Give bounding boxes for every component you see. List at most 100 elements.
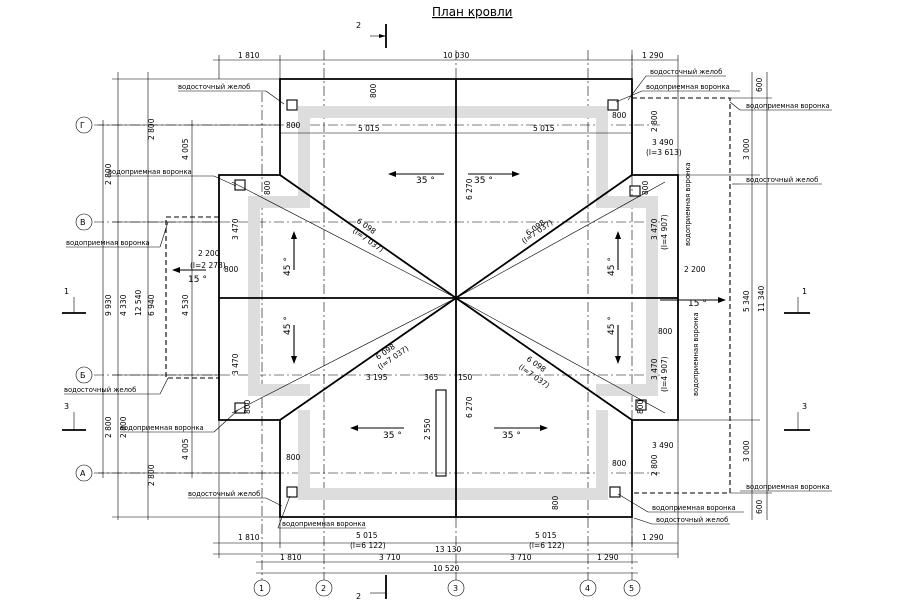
dim-inner-800-rt-v: 800 [641,180,650,195]
dim-bottom-r1-right: 1 290 [642,533,664,542]
label-funnel-top-right-1: водоприемная воронка [646,83,730,91]
axis-col-3: 3 [453,584,458,593]
dim-inner-3470-rt: 3 470 [650,218,659,240]
label-funnel-left-mid: водоприемная воронка [66,239,150,247]
section-mark-right1-label: 1 [802,287,807,296]
label-gutter-top-left: водосточный желоб [178,83,250,91]
dim-inner-800-br: 800 [612,459,627,468]
axis-row-g: Г [80,121,85,130]
slope-label-lt: 45 ° [283,257,293,276]
dim-bottom-r1-midright-l: (l=6 122) [529,541,565,550]
dim-inner-left-2200-l: (l=2 278) [190,261,226,270]
slope-label-lb: 45 ° [283,316,293,335]
label-funnel-right-top: водоприемная воронка [684,162,692,246]
funnels [234,99,647,498]
dim-inner-150: 150 [458,373,473,382]
section-mark-bottom: 2 [356,575,387,601]
dim-inner-3195: 3 195 [366,373,388,382]
dim-left: 2 800 9 930 2 800 4 330 2 800 12 540 2 8… [98,72,280,520]
section-mark-left3-label: 3 [64,402,69,411]
dim-inner-3470-rt-l: (l=4 907) [660,214,669,250]
dim-inner-3470-lt: 3 470 [231,218,240,240]
dim-inner-365: 365 [424,373,439,382]
dim-bottom: 1 810 5 015 (l=6 122) 5 015 (l=6 122) 1 … [213,420,679,574]
dim-right-b: 5 340 [742,290,751,312]
roof-ridges [219,79,678,517]
hidden-outlines [165,97,731,494]
dim-left-c3-a: 2 800 [147,118,156,140]
dim-inner-2550: 2 550 [423,418,432,440]
label-gutter-top-right: водосточный желоб [650,68,722,76]
dim-inner: 5 015 5 015 800 800 800 3 490 (l=3 613) … [190,83,706,510]
section-mark-right-1: 1 [784,287,810,314]
label-funnel-right-bottom: водоприемная воронка [692,312,700,396]
label-funnel-bottom-right-1: водоприемная воронка [746,483,830,491]
slope-label-br: 35 ° [502,431,521,441]
section-mark-bottom-label: 2 [356,592,361,599]
axis-bubbles-cols: 1 2 3 4 5 [253,579,641,597]
section-mark-left-3: 3 [62,402,86,431]
label-gutter-left: водосточный желоб [64,386,136,394]
dim-bottom-r3-c: 3 710 [510,553,532,562]
dim-bottom-r1-left: 1 810 [238,533,260,542]
dim-bottom-r1-midright: 5 015 [535,531,557,540]
dim-left-c3-c: 4 530 [181,294,190,316]
dim-right-c: 3 000 [742,440,751,462]
dim-inner-800-left: 800 [224,265,239,274]
dim-right: 600 3 000 5 340 11 340 3 000 600 [678,72,772,520]
dim-inner-3490-bot: 3 490 [652,441,674,450]
dim-inner-left-2200: 2 200 [198,249,220,258]
axis-row-a: А [80,469,86,478]
section-mark-left-1: 1 [62,287,86,314]
dim-top-middle: 10 030 [443,51,469,60]
slope-arrows: 35 ° 35 ° 45 ° 45 ° 45 ° 45 ° 35 ° 35 ° … [172,171,726,441]
gutter-bands [248,106,658,500]
slope-label-right-wing: 15 ° [688,299,707,309]
dim-left-c3-b: 2 800 [147,464,156,486]
dim-inner-800-bl: 800 [286,453,301,462]
slope-label-rt: 45 ° [607,257,617,276]
section-mark-right-3: 3 [784,402,810,431]
dim-inner-ridge-top: 6 270 [465,178,474,200]
dim-top-left: 1 810 [238,51,260,60]
axis-row-b: Б [80,371,86,380]
dim-inner-3470-rb: 3 470 [650,358,659,380]
dim-left-c1-c: 2 800 [104,416,113,438]
dim-left-c2-d: 12 540 [134,290,143,316]
axis-bubbles-rows: Г В Б А [75,116,93,482]
dim-left-c1-total: 9 930 [104,294,113,316]
dim-inner-800-top: 800 [369,83,378,98]
dim-inner-3470-rb-l: (l=4 907) [660,356,669,392]
label-funnel-left-bottom: водоприемная воронка [120,424,204,432]
dim-bottom-r1-midleft-l: (l=6 122) [350,541,386,550]
dim-inner-3490-top: 3 490 [652,138,674,147]
label-gutter-bottom-right: водосточный желоб [656,516,728,524]
dim-right-a: 3 000 [742,138,751,160]
label-funnel-left-top: водоприемная воронка [108,168,192,176]
dim-bottom-overall: 10 520 [433,564,459,573]
axis-row-v: В [80,218,86,227]
dim-top-right: 1 290 [642,51,664,60]
label-funnel-top-right-2: водоприемная воронка [746,102,830,110]
label-gutter-bottom-left: водосточный желоб [188,490,260,498]
dim-inner-3490-top-l: (l=3 613) [646,148,682,157]
dim-inner-ridge-bottom: 6 270 [465,396,474,418]
labels: водосточный желоб водосточный желоб водо… [64,68,832,529]
axis-col-1: 1 [259,584,264,593]
dim-right-bottom: 600 [755,499,764,514]
drawing-title: План кровли [432,5,512,19]
dim-bottom-r3-b: 3 710 [379,553,401,562]
dim-left-c1-a: 2 800 [104,163,113,185]
dim-inner-2800-right-bot: 2 800 [650,454,659,476]
dim-left-c1-b: 4 005 [181,138,190,160]
slope-label-rb: 45 ° [607,316,617,335]
dim-inner-800-rb-v: 800 [636,399,645,414]
dim-left-c2-a: 4 330 [119,294,128,316]
axis-col-4: 4 [585,584,590,593]
label-gutter-right: водосточный желоб [746,176,818,184]
dim-inner-800-tr: 800 [612,111,627,120]
dim-inner-800-lb-v: 800 [243,399,252,414]
dim-bottom-r3-d: 1 290 [597,553,619,562]
